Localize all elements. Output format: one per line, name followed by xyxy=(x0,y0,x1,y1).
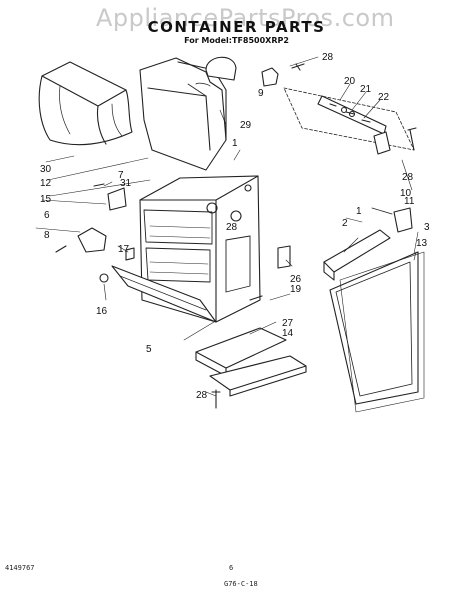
part-screw-28-bottom xyxy=(211,389,221,409)
callout-12: 12 xyxy=(40,178,52,189)
callout-30: 30 xyxy=(40,164,52,175)
part-base-rail xyxy=(111,265,217,323)
part-screw-7 xyxy=(93,183,105,187)
callout-26: 26 xyxy=(290,274,302,285)
part-handle-assembly xyxy=(283,87,415,151)
callout-5: 5 xyxy=(146,344,152,355)
callout-29: 29 xyxy=(240,120,252,131)
part-bag xyxy=(38,61,133,146)
part-arch-panel xyxy=(205,56,237,81)
part-drawer-handle xyxy=(195,327,307,397)
callout-20: 20 xyxy=(344,76,356,87)
callout-13: 13 xyxy=(416,238,428,249)
callout-31: 31 xyxy=(120,178,132,189)
callout-22: 22 xyxy=(378,92,390,103)
part-bracket-15 xyxy=(107,187,127,211)
part-bracket-9 xyxy=(261,67,279,87)
callout-21: 21 xyxy=(360,84,372,95)
callout-14: 14 xyxy=(282,328,294,339)
callout-11: 11 xyxy=(404,196,415,207)
callout-1: 1 xyxy=(232,138,238,149)
part-latch-10 xyxy=(373,131,391,155)
callout-16: 16 xyxy=(96,306,108,317)
part-liner xyxy=(139,57,227,171)
callout-7: 7 xyxy=(118,170,124,181)
part-screw-28-top xyxy=(291,63,305,71)
part-container-box xyxy=(139,175,261,323)
part-screw-19 xyxy=(249,295,263,301)
callout-28: 28 xyxy=(402,172,414,183)
callout-6: 6 xyxy=(44,210,50,221)
part-screw-8 xyxy=(55,245,67,253)
callout-27: 27 xyxy=(282,318,294,329)
callout-28: 28 xyxy=(226,222,238,233)
page-number: 6 xyxy=(229,564,234,572)
part-wheel-16 xyxy=(99,273,109,283)
part-rail-2 xyxy=(323,229,391,273)
footer-left-code: 4149767 xyxy=(5,564,35,572)
callout-19: 19 xyxy=(290,284,302,295)
callout-3: 3 xyxy=(424,222,430,233)
callout-2: 2 xyxy=(342,218,348,229)
callout-9: 9 xyxy=(258,88,264,99)
watermark: AppliancePartsPros.com xyxy=(96,4,395,32)
part-latch-11 xyxy=(393,207,413,233)
callout-28: 28 xyxy=(322,52,334,63)
part-door-panel xyxy=(329,251,425,413)
model-subtitle: For Model:TF8500XRP2 xyxy=(184,36,289,45)
callout-15: 15 xyxy=(40,194,52,205)
callout-8: 8 xyxy=(44,230,50,241)
part-screw-28-right xyxy=(407,127,417,151)
callout-1: 1 xyxy=(356,206,362,217)
diagram-title: CONTAINER PARTS xyxy=(147,18,326,36)
part-clip-26 xyxy=(277,245,291,269)
callout-10: 10 xyxy=(400,188,412,199)
callout-17: 17 xyxy=(118,244,130,255)
footer-bottom-code: G76-C-18 xyxy=(224,580,258,588)
callout-28: 28 xyxy=(196,390,208,401)
part-bracket-6 xyxy=(77,227,107,253)
part-clip-17 xyxy=(125,247,135,261)
